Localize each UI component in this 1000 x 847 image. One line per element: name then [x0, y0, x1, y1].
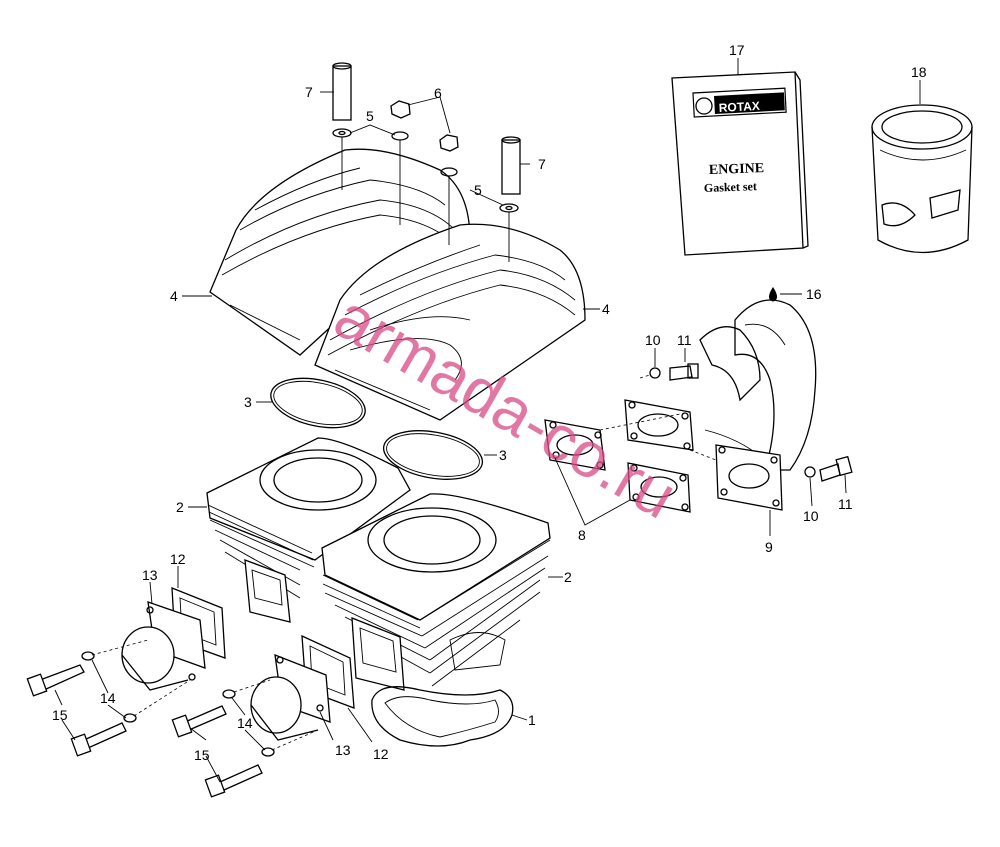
cylinder-left [206, 437, 411, 623]
callout-6: 6 [434, 85, 442, 101]
callout-11-right: 11 [838, 496, 853, 512]
callout-9: 9 [765, 539, 773, 555]
head-hardware [332, 62, 521, 262]
kit-brand-text: ROTAX [718, 99, 760, 115]
callout-2-right: 2 [564, 569, 572, 585]
exhaust-bolts [639, 363, 853, 482]
drop-icon [769, 287, 777, 302]
callout-16: 16 [806, 286, 822, 302]
callout-17: 17 [729, 42, 745, 58]
callout-14-left: 14 [100, 690, 116, 706]
gasket-set-booklet: ROTAX ENGINE Gasket set [671, 71, 809, 256]
cylinder-right [321, 493, 551, 691]
callout-13-right: 13 [335, 742, 351, 758]
callout-numbers: 1 2 2 3 3 4 4 5 5 6 7 7 8 9 10 10 11 11 … [52, 42, 927, 763]
callout-10-right: 10 [803, 508, 819, 524]
callout-2-left: 2 [176, 499, 184, 515]
callout-15-right: 15 [194, 747, 210, 763]
callout-10-top: 10 [645, 332, 661, 348]
exhaust-gaskets [544, 399, 783, 513]
callout-4-left: 4 [170, 288, 178, 304]
exhaust-manifold [699, 299, 817, 471]
callout-13-left: 13 [142, 567, 158, 583]
intake-right [171, 634, 355, 798]
callout-1: 1 [528, 712, 536, 728]
callout-3-left: 3 [244, 394, 252, 410]
callout-11-top: 11 [677, 332, 692, 348]
callout-5-top: 5 [366, 108, 374, 124]
callout-7-left: 7 [305, 84, 313, 100]
head-o-rings [270, 377, 484, 480]
callout-12-right: 12 [373, 746, 389, 762]
cylinder-head-right [314, 223, 586, 421]
callout-4-right: 4 [602, 301, 610, 317]
base-gasket [371, 686, 514, 747]
callout-5-right: 5 [474, 182, 482, 198]
callout-8: 8 [578, 527, 586, 543]
callout-3-right: 3 [499, 447, 507, 463]
kit-subtitle-text: Gasket set [704, 179, 757, 195]
cylinder-sleeve [871, 104, 973, 254]
kit-title-text: ENGINE [709, 161, 765, 178]
cylinder-head-left [209, 148, 471, 356]
callout-12-left: 12 [170, 551, 186, 567]
callout-18: 18 [911, 64, 927, 80]
intake-left [26, 587, 226, 757]
callout-14-right: 14 [237, 715, 253, 731]
callout-15-left: 15 [52, 707, 68, 723]
leader-lines [54, 58, 921, 783]
callout-7-right: 7 [538, 156, 546, 172]
